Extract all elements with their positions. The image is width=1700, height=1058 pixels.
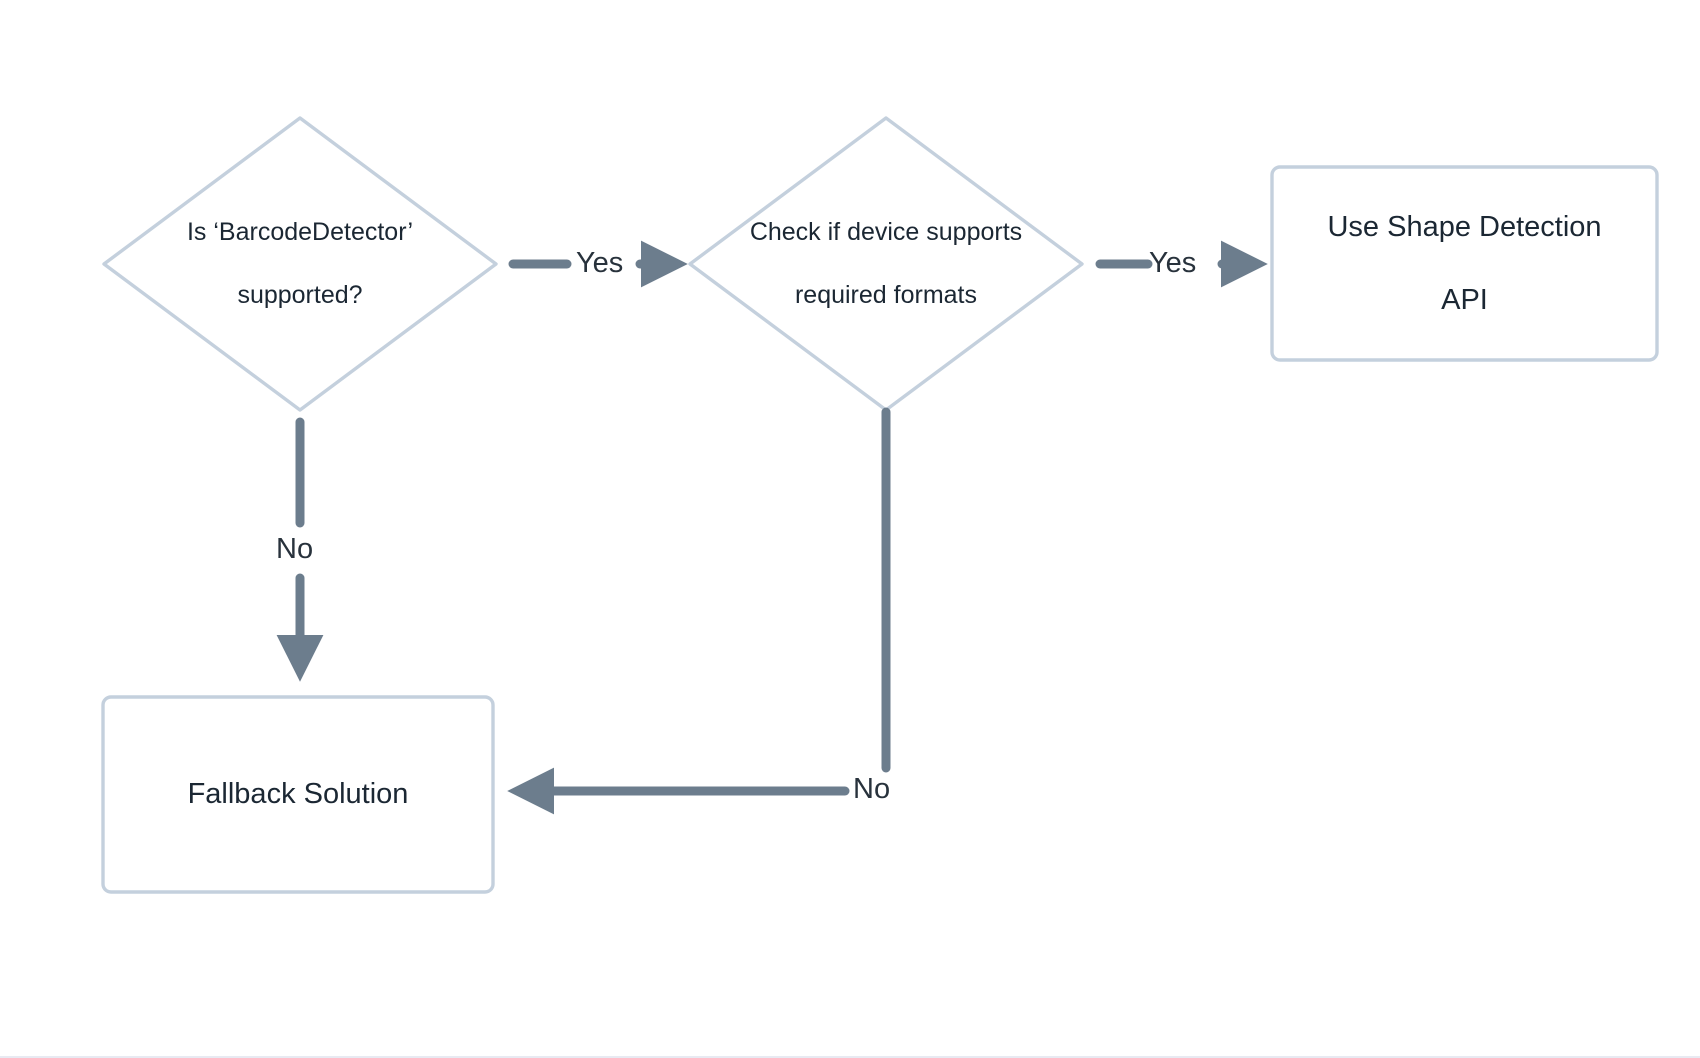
rect-shape-n4 <box>101 695 495 894</box>
diamond-shape-n2 <box>688 116 1084 412</box>
edge-no-n2-to-n4 <box>507 407 891 815</box>
rect-shape-n3 <box>1270 165 1659 362</box>
node-is-barcodedetector-supported[interactable] <box>102 116 498 412</box>
node-fallback-solution[interactable] <box>101 695 495 894</box>
node-use-shape-detection-api[interactable] <box>1270 165 1659 362</box>
node-check-device-supports-formats[interactable] <box>688 116 1084 412</box>
diamond-shape-n1 <box>102 116 498 412</box>
